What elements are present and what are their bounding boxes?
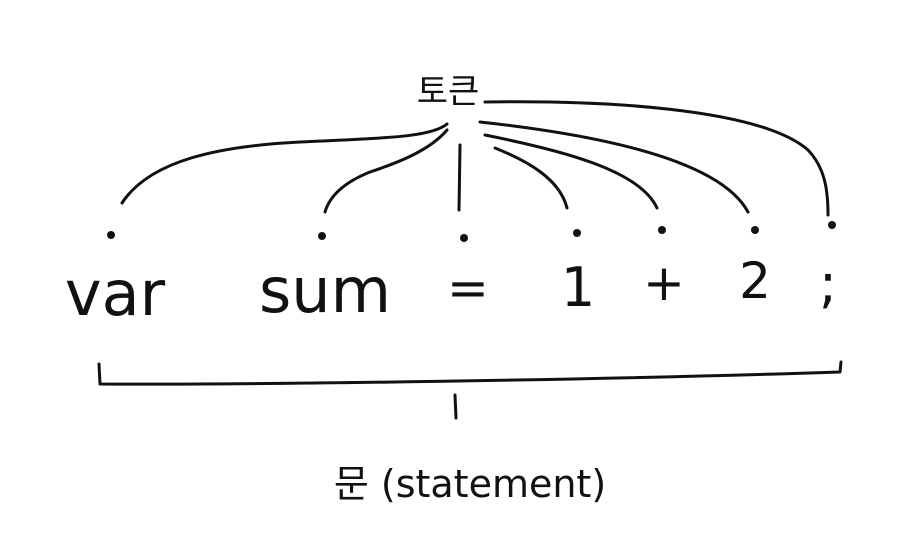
token-dots: [107, 221, 836, 242]
token-one: 1: [561, 256, 595, 319]
dot-sum: [318, 232, 326, 240]
connector-equals: [457, 143, 462, 212]
statement-label: 문 (statement): [334, 462, 606, 506]
connector-var: [120, 122, 449, 205]
token-label: 토큰: [417, 72, 480, 112]
token-sum: sum: [259, 254, 391, 327]
token-row: var sum = 1 + 2 ;: [65, 252, 837, 330]
dot-var: [107, 231, 115, 239]
dot-plus: [658, 226, 666, 234]
bracket-stem: [453, 393, 458, 420]
token-plus: +: [643, 254, 685, 312]
connector-semicolon: [483, 100, 830, 217]
token-equals: =: [447, 259, 489, 317]
connector-plus: [483, 133, 659, 210]
token-two: 2: [739, 252, 771, 310]
token-connectors: [120, 100, 830, 217]
connector-sum: [323, 128, 449, 214]
token-var: var: [65, 257, 166, 330]
dot-equals: [460, 234, 468, 242]
connector-two: [478, 120, 750, 214]
bracket-line: [97, 360, 843, 386]
dot-one: [573, 229, 581, 237]
dot-semicolon: [828, 221, 836, 229]
token-semicolon: ;: [819, 252, 837, 315]
connector-one: [493, 146, 569, 210]
dot-two: [751, 226, 759, 234]
statement-bracket: [97, 360, 843, 420]
